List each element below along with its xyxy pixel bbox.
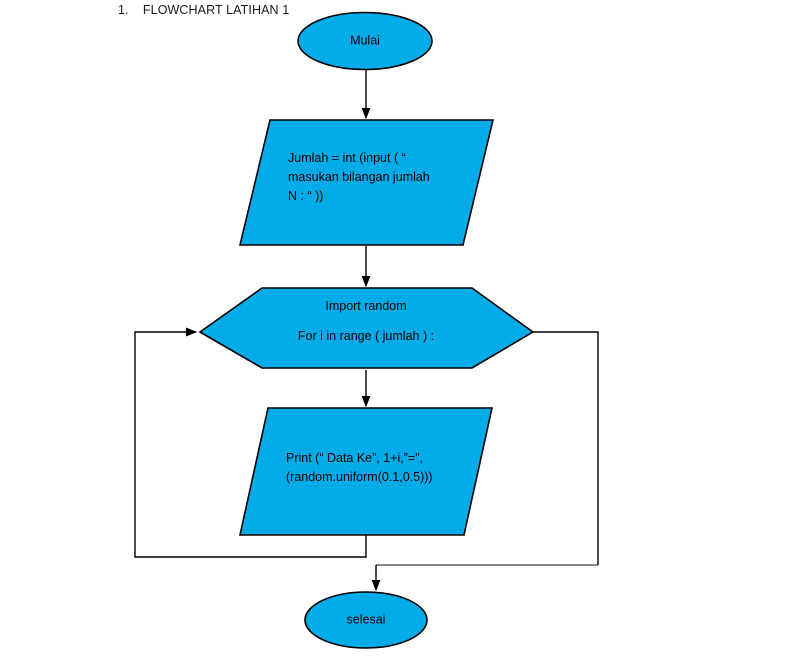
input-line-1: Jumlah = int (input ( “ — [288, 151, 406, 165]
process-parallelogram-shape — [239, 407, 493, 536]
connector-process-loopback-left — [134, 327, 367, 558]
connector-layer — [134, 70, 599, 592]
node-end[interactable]: selesai — [304, 591, 428, 649]
node-loop[interactable]: Import random For i in range ( jumlah ) … — [198, 287, 535, 369]
node-input[interactable]: Jumlah = int (input ( “ masukan bilangan… — [238, 119, 495, 246]
start-label: Mulai — [350, 33, 380, 47]
end-ellipse-shape — [304, 591, 428, 649]
start-ellipse-shape — [297, 11, 433, 71]
process-line-1: Print (“ Data Ke”, 1+i,”=”, — [286, 451, 423, 465]
page-title: 1. FLOWCHART LATIHAN 1 — [118, 3, 289, 17]
process-line-2: (random.uniform(0.1,0.5))) — [286, 470, 433, 484]
page-title-number: 1. — [118, 3, 129, 17]
loop-line-1: Import random — [325, 299, 406, 313]
end-label: selesai — [347, 612, 386, 626]
page-title-text: FLOWCHART LATIHAN 1 — [142, 3, 290, 17]
loop-line-2: For i in range ( jumlah ) : — [298, 329, 434, 343]
connector-loop-exit-to-end — [533, 331, 599, 565]
input-parallelogram-shape — [238, 119, 495, 246]
input-line-3: N : “ )) — [288, 189, 323, 203]
input-line-2: masukan bilangan jumlah — [288, 170, 430, 184]
node-start[interactable]: Mulai — [297, 11, 433, 71]
node-process[interactable]: Print (“ Data Ke”, 1+i,”=”, (random.unif… — [239, 407, 493, 536]
loop-hexagon-shape — [198, 287, 535, 369]
